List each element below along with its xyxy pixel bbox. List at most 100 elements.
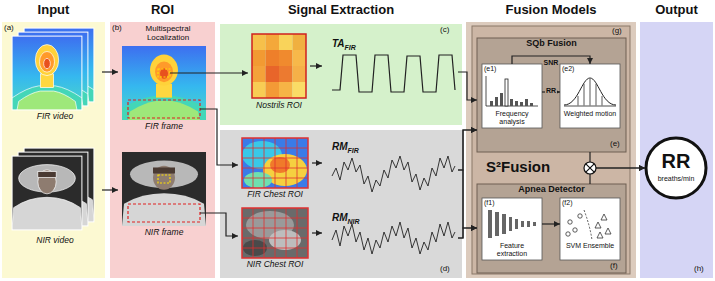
flow-arrow <box>210 72 248 73</box>
text-holder: FIR video <box>8 112 102 121</box>
node-text: SQb Fusion <box>477 39 626 49</box>
node-text: NIR Chest ROI <box>238 260 312 269</box>
signal-subscript: FIR <box>348 147 359 154</box>
node-text: FIR Chest ROI <box>238 190 312 199</box>
node-text: S²Fusion <box>486 159 576 176</box>
flow-arrow <box>312 232 322 233</box>
roi-image: NIR Chest ROI <box>238 205 312 275</box>
column-heading: Input <box>2 3 105 17</box>
text-holder: SQb Fusion <box>477 39 626 49</box>
node-text: Feature extraction <box>484 242 540 257</box>
plot-panel: SVM Ensemble <box>560 198 620 260</box>
signal-label: TAFIR <box>332 33 432 52</box>
plot-panel: Weighted motion <box>560 64 620 128</box>
text-holder: Apnea Detector <box>477 185 626 195</box>
signal-subscript: NIR <box>348 218 360 225</box>
text-holder: Output <box>640 3 713 17</box>
text-holder: Frequency analysis <box>484 110 540 125</box>
video-stack: FIR video <box>8 26 102 126</box>
column-heading: Fusion Models <box>466 3 636 17</box>
callout-letter: (a) <box>4 24 24 33</box>
signal-plot: RMFIR <box>322 134 458 204</box>
label-holder: (e2) <box>562 65 582 73</box>
callout-letter: (f2) <box>562 199 582 207</box>
text-holder: Signal Extraction <box>220 3 462 17</box>
node-text: FIR video <box>8 112 102 121</box>
node-text: RR <box>645 150 707 172</box>
flow-arrow <box>210 109 238 165</box>
column-panel: Fusion ModelsS²Fusion SQb FusionFrequency… <box>466 0 636 278</box>
label-holder: (e) <box>610 140 626 149</box>
text-holder: NIR video <box>8 236 102 245</box>
signal-name: TA <box>332 38 345 49</box>
callout-letter: (e) <box>610 140 626 149</box>
signal-name: RM <box>332 212 348 223</box>
node-text: SVM Ensemble <box>562 242 618 250</box>
flow-arrow <box>590 152 645 168</box>
text-holder: Nostrils ROI <box>248 101 310 110</box>
plot-panel: Feature extraction <box>482 198 542 260</box>
label-holder: (f) <box>610 262 626 271</box>
signal-name: RM <box>332 141 348 152</box>
flow-arrow <box>458 228 477 238</box>
edge-label-holder: SNR <box>536 51 566 69</box>
column-heading: Output <box>640 3 713 17</box>
edge-label: RR <box>545 87 557 95</box>
text-holder: breaths/min <box>645 175 707 183</box>
edge-label-holder: RR <box>536 79 566 97</box>
node-text: Apnea Detector <box>477 185 626 195</box>
text-holder: Feature extraction <box>484 242 540 257</box>
edge-label: SNR <box>543 59 560 67</box>
text-holder: NIR frame <box>118 228 210 237</box>
text-holder: SVM Ensemble <box>562 242 618 250</box>
callout-letter: (f1) <box>484 199 504 207</box>
flow-arrow <box>542 223 560 224</box>
node-text: NIR frame <box>118 228 210 237</box>
label-holder: (e1) <box>484 65 504 73</box>
roi-image: Nostrils ROI <box>248 30 310 116</box>
column-heading: Signal Extraction <box>220 3 462 17</box>
node-text: NIR video <box>8 236 102 245</box>
roi-image: FIR Chest ROI <box>238 134 312 204</box>
callout-letter: (e1) <box>484 65 504 73</box>
text-holder: Weighted motion <box>562 110 618 118</box>
node-text: Weighted motion <box>562 110 618 118</box>
callout-letter: (b) <box>112 24 128 33</box>
flow-arrow <box>312 162 322 163</box>
process-box: SQb FusionFrequency analysis Weighted mot… <box>477 38 626 152</box>
callout-letter: (g) <box>612 27 628 36</box>
column-panel: Signal ExtractionNostrils ROITAFIRFIR Ch… <box>220 0 462 278</box>
signal-label: RMFIR <box>332 136 432 155</box>
text-holder: NIR Chest ROI <box>238 260 312 269</box>
text-holder: FIR Chest ROI <box>238 190 312 199</box>
label-holder: (h) <box>694 265 712 274</box>
flow-arrow <box>458 130 477 238</box>
signal-label: RMNIR <box>332 207 432 226</box>
signal-subscript: FIR <box>345 44 356 51</box>
stage-note: Multispectral Localization <box>128 25 208 43</box>
flow-arrow <box>458 72 477 100</box>
frame-image: NIR frame <box>118 150 210 242</box>
node-text: Frequency analysis <box>484 110 540 125</box>
label-holder: (f1) <box>484 199 504 207</box>
text-holder: Fusion Models <box>466 3 636 17</box>
callout-letter: (h) <box>694 265 712 274</box>
text-holder: Input <box>2 3 105 17</box>
column-panel: OutputRR breaths/min <box>640 0 713 278</box>
callout-letter: (f) <box>610 262 626 271</box>
label-holder: (b) <box>112 24 128 33</box>
callout-letter: (c) <box>440 26 460 35</box>
signal-plot: TAFIR <box>322 30 458 118</box>
text-holder: S²Fusion <box>486 159 576 176</box>
label-holder: (a) <box>4 24 24 33</box>
flow-arrow <box>458 170 477 228</box>
label-holder: Multispectral Localization <box>128 25 208 43</box>
label-holder: (f2) <box>562 199 582 207</box>
node-text: breaths/min <box>645 175 707 183</box>
signal-plot: RMNIR <box>322 205 458 262</box>
node-text: FIR frame <box>118 122 210 131</box>
flow-arrow <box>102 189 118 190</box>
text-holder: FIR frame <box>118 122 210 131</box>
